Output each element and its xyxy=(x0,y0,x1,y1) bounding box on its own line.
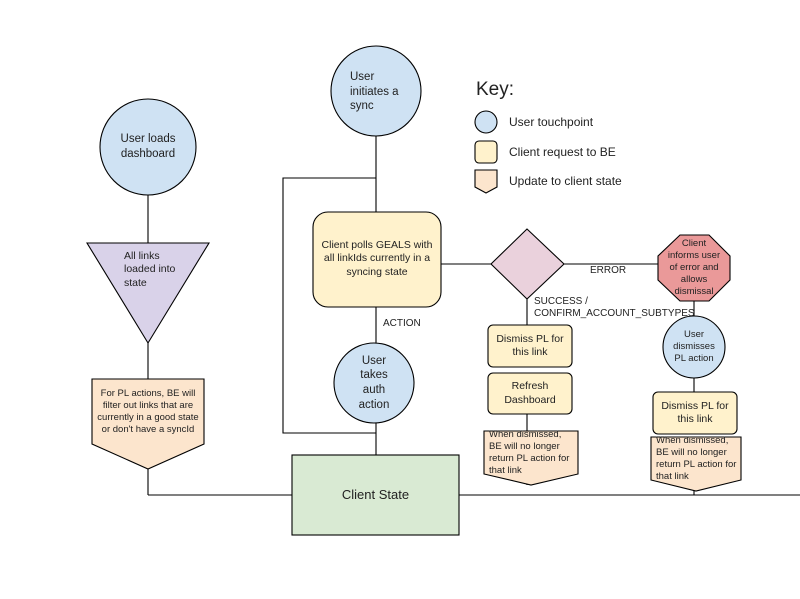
pl-actions-filter-label: For PL actions, BE will filter out links… xyxy=(97,387,199,436)
user-auth-action-label: User takes auth action xyxy=(358,354,390,411)
user-initiates-sync-node xyxy=(330,45,422,137)
key-client-state-swatch xyxy=(474,169,498,194)
client-state-node xyxy=(291,454,460,536)
edge-label-success: SUCCESS / CONFIRM_ACCOUNT_SUBTYPES xyxy=(534,296,695,319)
sync-result-decision xyxy=(490,228,565,300)
dismissed-update-label-2: When dismissed, BE will no longer return… xyxy=(656,434,737,483)
client-polls-geals-label: Client polls GEALS with all linkIds curr… xyxy=(321,238,433,278)
refresh-dashboard-label: Refresh Dashboard xyxy=(504,380,556,406)
dismiss-pl-label-2: Dismiss PL for this link xyxy=(661,399,729,425)
dismiss-pl-node-1 xyxy=(487,324,573,368)
client-state-label: Client State xyxy=(341,486,410,502)
dismiss-pl-node-2 xyxy=(652,391,738,435)
client-polls-geals-node xyxy=(312,211,442,308)
key-user-touchpoint-swatch xyxy=(474,110,498,134)
key-client-state-label: Update to client state xyxy=(509,174,622,188)
user-dismisses-node xyxy=(662,315,726,379)
user-auth-action-node xyxy=(333,342,415,424)
key-client-request-swatch xyxy=(474,140,498,164)
all-links-loaded-node xyxy=(86,242,210,345)
dismissed-update-node-1 xyxy=(483,430,579,486)
dismissed-update-label-1: When dismissed, BE will no longer return… xyxy=(489,428,570,477)
user-loads-dashboard-label: User loads dashboard xyxy=(120,133,176,160)
pl-actions-filter-node xyxy=(91,378,205,470)
key-title: Key: xyxy=(476,79,515,100)
key-user-touchpoint-label: User touchpoint xyxy=(509,115,594,129)
dismiss-pl-label-1: Dismiss PL for this link xyxy=(496,332,564,358)
dismissed-update-node-2 xyxy=(650,436,742,492)
user-dismisses-label: User dismisses PL action xyxy=(673,328,715,365)
user-initiates-sync-label: User initiates a sync xyxy=(350,70,399,113)
edge-label-error: ERROR xyxy=(590,265,627,276)
key-client-request-label: Client request to BE xyxy=(509,145,616,159)
edge-label-action: ACTION xyxy=(383,318,421,329)
client-informs-error-node xyxy=(657,234,731,302)
all-links-loaded-label: All links loaded into state xyxy=(124,249,176,289)
user-loads-dashboard-node xyxy=(99,98,197,196)
refresh-dashboard-node xyxy=(487,372,573,415)
connector xyxy=(282,177,376,434)
client-informs-error-label: Client informs user of error and allows … xyxy=(667,237,721,298)
